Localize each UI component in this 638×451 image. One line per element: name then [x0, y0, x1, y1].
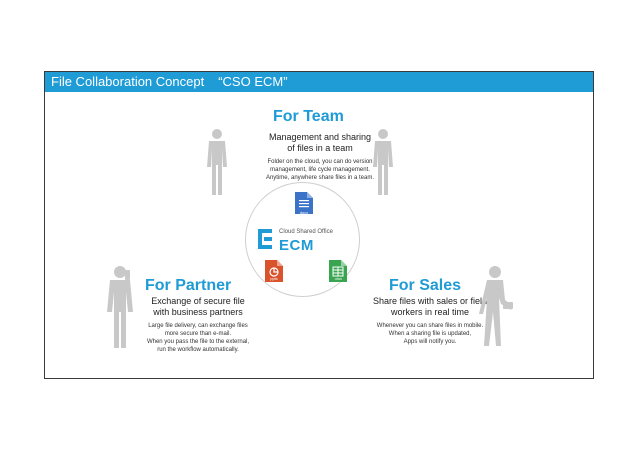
docx-label: docx	[299, 210, 309, 215]
team-description: Folder on the cloud, you can do version …	[235, 158, 405, 182]
partner-description-line-3: When you pass the file to the external,	[146, 339, 250, 345]
slide-subtitle: “CSO ECM”	[218, 74, 288, 89]
sales-description-line-1: Whenever you can share files in mobile.	[376, 323, 484, 329]
sales-description-line-2: When a sharing file is updated,	[388, 331, 472, 337]
title-bar: File Collaboration Concept “CSO ECM”	[45, 72, 593, 92]
partner-heading: For Partner	[145, 277, 232, 294]
team-subtitle-line-2: of files in a team	[287, 143, 353, 153]
docx-file-icon	[295, 192, 313, 214]
person-silhouette-icon	[207, 129, 227, 195]
product-name: Cloud Shared Office	[279, 229, 333, 235]
person-phone-silhouette-icon	[107, 266, 133, 348]
xlsx-label: .xlsx	[334, 276, 342, 281]
team-subtitle-line-1: Management and sharing	[268, 132, 372, 142]
person-silhouette-icon	[373, 129, 393, 195]
partner-subtitle-line-1: Exchange of secure file	[151, 296, 245, 306]
partner-description-line-1: Large file delivery, can exchange files	[148, 323, 248, 329]
sales-description: Whenever you can share files in mobile. …	[345, 322, 515, 346]
slide-title: File Collaboration Concept	[51, 74, 205, 89]
partner-subtitle-line-2: with business partners	[153, 307, 243, 317]
xlsx-file-icon	[329, 260, 347, 282]
team-description-line-2: management, life cycle management.	[270, 167, 370, 173]
slide-frame: File Collaboration Concept “CSO ECM” For …	[44, 71, 594, 379]
pptx-file-icon	[265, 260, 283, 282]
person-walking-silhouette-icon	[479, 266, 513, 346]
sales-block: Share files with sales or field workers …	[345, 296, 515, 346]
partner-description-line-2: more secure than e-mail.	[164, 331, 232, 337]
team-block: Management and sharing of files in a tea…	[235, 132, 405, 182]
partner-block: Exchange of secure file with business pa…	[123, 296, 273, 354]
team-description-line-1: Folder on the cloud, you can do version	[267, 159, 373, 165]
pptx-label: pptx	[270, 276, 278, 281]
sales-description-line-3: Apps will notify you.	[403, 339, 457, 345]
partner-description: Large file delivery, can exchange files …	[123, 322, 273, 354]
team-heading: For Team	[273, 108, 344, 125]
sales-subtitle-line-1: Share files with sales or field	[372, 296, 488, 306]
sales-heading: For Sales	[389, 277, 462, 294]
sales-subtitle-line-2: workers in real time	[390, 307, 470, 317]
ecm-logo-bracket-icon	[258, 229, 272, 249]
team-description-line-3: Anytime, anywhere share files in a team.	[265, 175, 375, 181]
ecm-logo-text: ECM	[279, 237, 314, 254]
partner-description-line-4: run the workflow automatically.	[157, 347, 239, 353]
